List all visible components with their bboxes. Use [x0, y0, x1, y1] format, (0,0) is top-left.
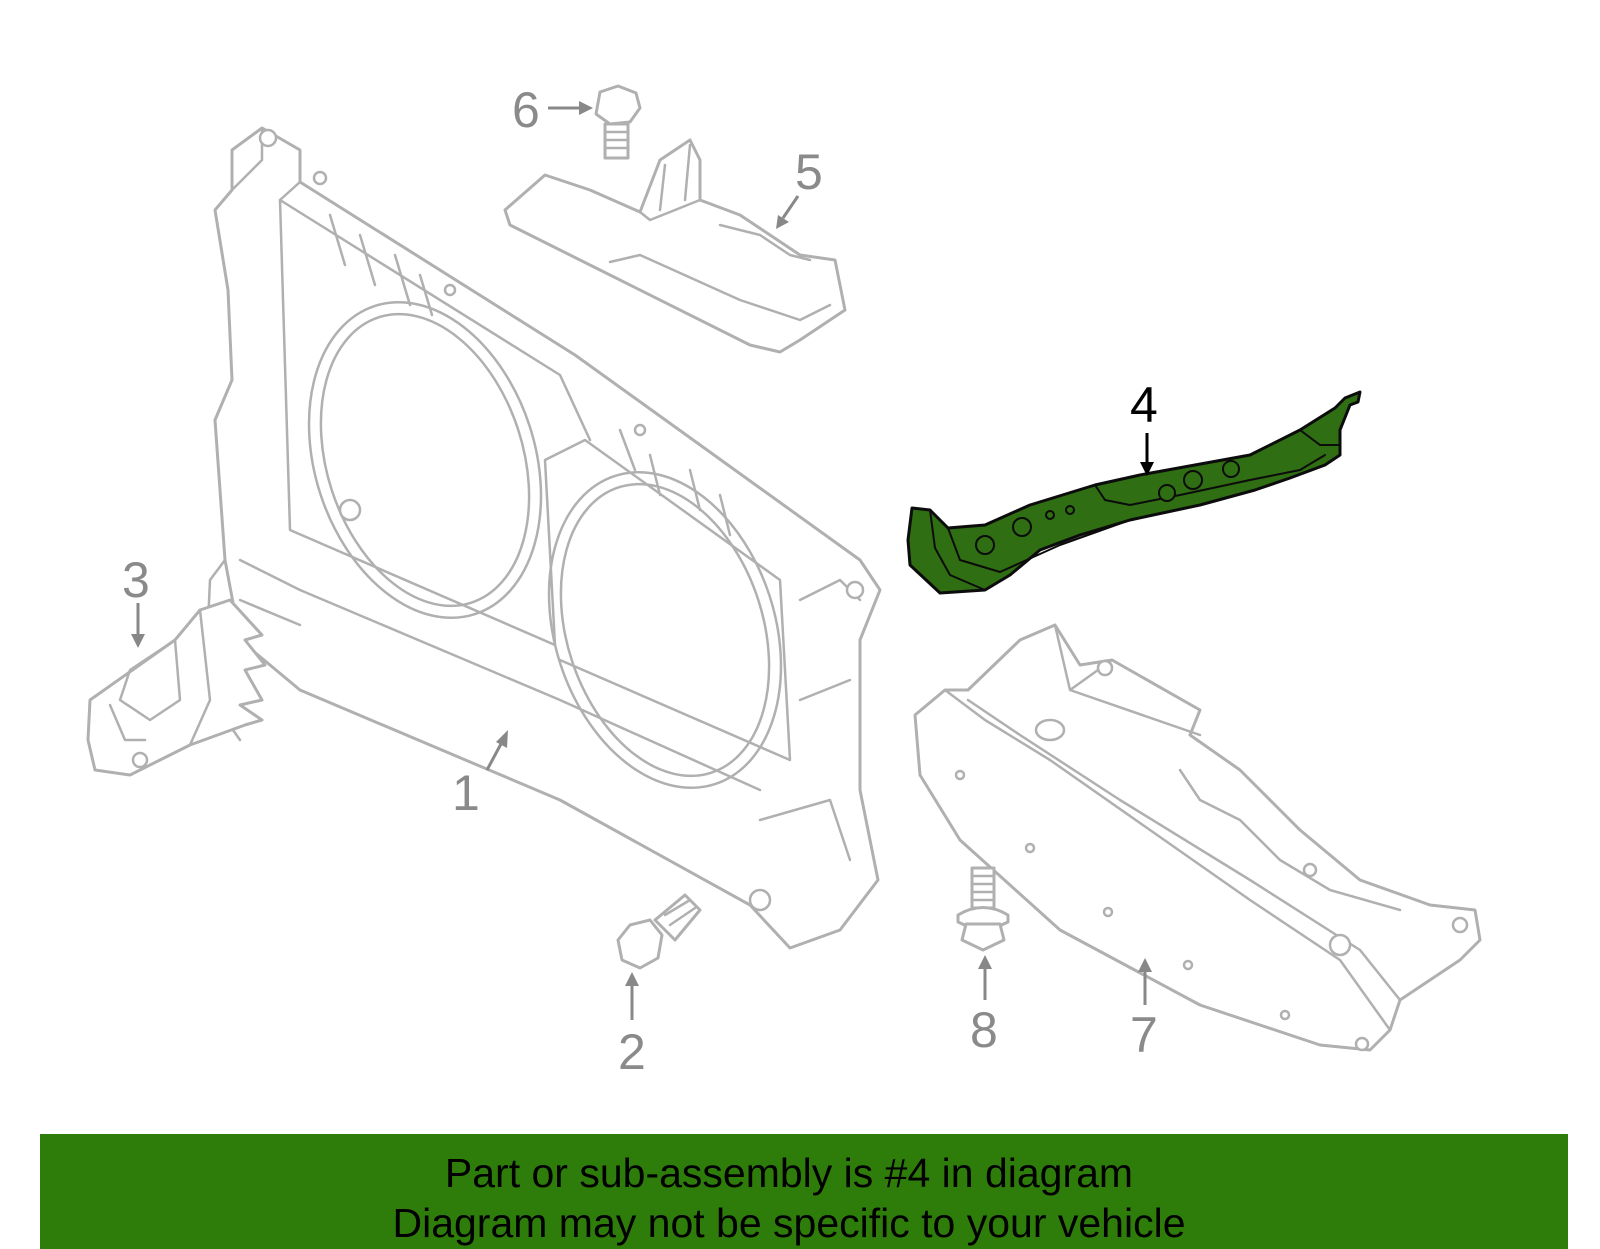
callout-3: 3	[122, 552, 150, 608]
callout-7: 7	[1130, 1007, 1158, 1063]
banner-text: Part or sub-assembly is #4 in diagram Di…	[40, 1148, 1568, 1248]
part-8-bolt[interactable]	[956, 866, 1010, 952]
part-6-bolt[interactable]	[594, 84, 642, 160]
banner-line-2: Diagram may not be specific to your vehi…	[392, 1200, 1186, 1246]
part-5-upper-cover[interactable]	[503, 138, 847, 354]
part-7-splash-shield[interactable]	[913, 623, 1482, 1052]
part-1-radiator-support[interactable]	[203, 126, 882, 950]
callout-6: 6	[512, 82, 540, 138]
leader-arrows	[131, 101, 1154, 1020]
callout-8: 8	[970, 1002, 998, 1058]
callout-5: 5	[795, 144, 823, 200]
part-4-bracket-highlighted[interactable]	[906, 390, 1362, 595]
info-banner: Part or sub-assembly is #4 in diagram Di…	[40, 1134, 1568, 1249]
part-3-bracket[interactable]	[86, 598, 267, 777]
callout-4: 4	[1130, 377, 1158, 433]
part-2-bolt[interactable]	[616, 893, 702, 970]
callout-2: 2	[618, 1024, 646, 1080]
callout-1: 1	[452, 765, 480, 821]
banner-line-1: Part or sub-assembly is #4 in diagram	[444, 1150, 1134, 1196]
